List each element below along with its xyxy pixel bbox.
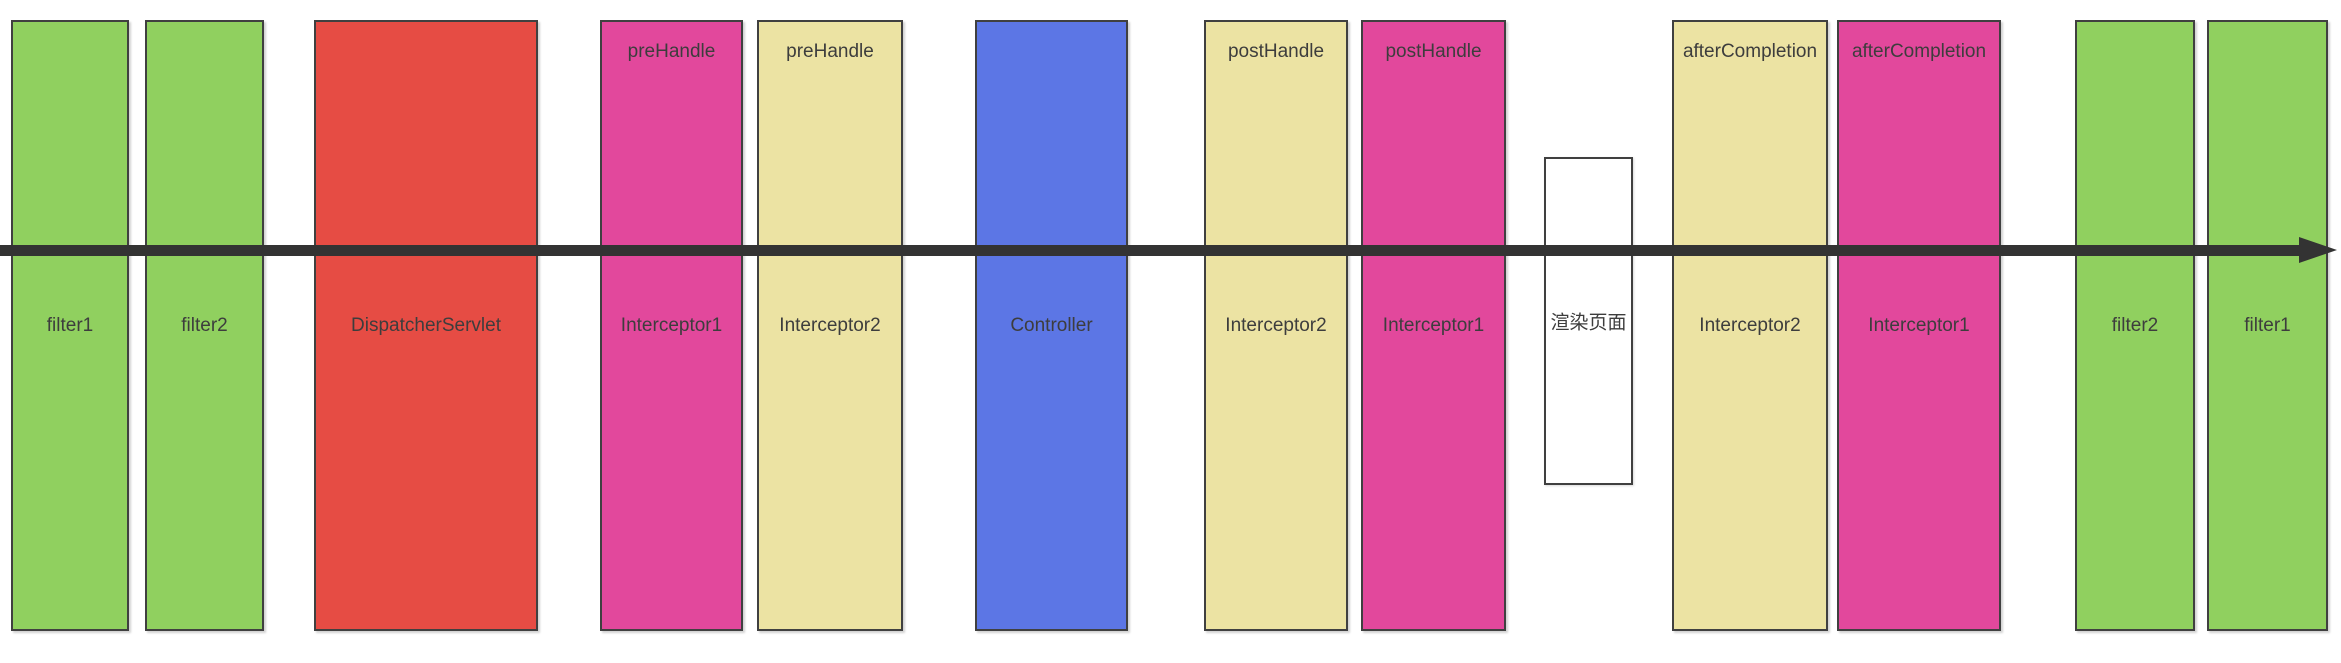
box-label: 渲染页面 (1550, 312, 1627, 334)
box-method-label: postHandle (1227, 41, 1325, 62)
box-label: Interceptor1 (620, 314, 723, 336)
box-label: filter2 (2111, 314, 2159, 336)
box-controller: Controller (975, 20, 1128, 631)
box-interceptor2-prehandle: preHandle Interceptor2 (757, 20, 903, 631)
box-method-label: preHandle (786, 41, 874, 62)
box-label: DispatcherServlet (351, 314, 501, 336)
box-method-label: preHandle (627, 41, 716, 62)
box-label: Interceptor1 (1382, 314, 1485, 336)
box-interceptor2-posthandle: postHandle Interceptor2 (1204, 20, 1348, 631)
box-filter2-request: filter2 (145, 20, 264, 631)
box-method-label: afterCompletion (1851, 41, 1987, 62)
box-interceptor2-aftercompletion: afterCompletion Interceptor2 (1672, 20, 1828, 631)
box-method-label: afterCompletion (1682, 41, 1818, 62)
box-label: filter1 (46, 314, 94, 336)
box-label: filter2 (181, 314, 228, 336)
box-filter1-response: filter1 (2207, 20, 2328, 631)
box-interceptor1-posthandle: postHandle Interceptor1 (1361, 20, 1506, 631)
box-label: Interceptor2 (1699, 314, 1801, 336)
box-interceptor1-aftercompletion: afterCompletion Interceptor1 (1837, 20, 2001, 631)
request-flow-arrowhead-icon (2299, 237, 2337, 263)
request-flow-arrow-line (0, 245, 2301, 256)
box-label: filter1 (2244, 314, 2291, 336)
box-dispatcher-servlet: DispatcherServlet (314, 20, 538, 631)
box-interceptor1-prehandle: preHandle Interceptor1 (600, 20, 743, 631)
box-label: Interceptor2 (1225, 314, 1327, 336)
box-label: Interceptor1 (1868, 314, 1970, 336)
box-filter2-response: filter2 (2075, 20, 2195, 631)
box-method-label: postHandle (1385, 41, 1482, 62)
box-label: Interceptor2 (779, 314, 881, 336)
box-render-page: 渲染页面 (1544, 157, 1633, 485)
box-label: Controller (1010, 314, 1093, 336)
box-filter1-request: filter1 (11, 20, 129, 631)
